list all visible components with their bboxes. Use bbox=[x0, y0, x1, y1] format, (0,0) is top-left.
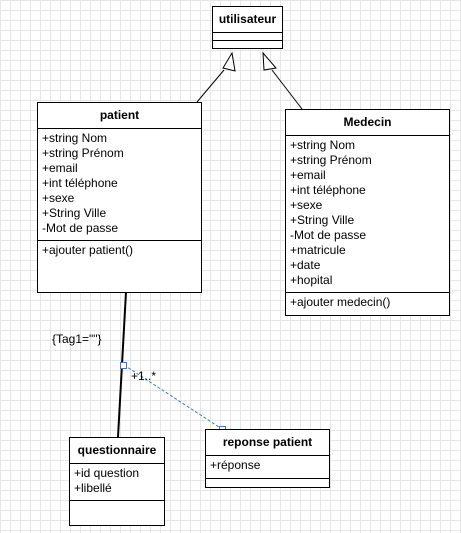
class-utilisateur[interactable]: utilisateur bbox=[212, 6, 283, 49]
attribute: +int téléphone bbox=[42, 176, 118, 190]
attribute: +sexe bbox=[42, 191, 75, 205]
class-name: reponse patient bbox=[206, 430, 329, 456]
methods-section bbox=[213, 41, 282, 49]
methods-section bbox=[70, 501, 164, 525]
attribute: -Mot de passe bbox=[42, 221, 119, 235]
methods-section: +ajouter medecin() bbox=[286, 293, 449, 312]
attributes-section: +id question +libellé bbox=[70, 464, 164, 501]
attribute: +string Nom bbox=[42, 131, 108, 145]
generalization-line-patient[interactable] bbox=[196, 69, 225, 103]
tag-label: {Tag1=""} bbox=[52, 332, 102, 346]
methods-section: +ajouter patient() bbox=[38, 241, 201, 260]
generalization-arrowhead-medecin bbox=[262, 51, 277, 71]
attribute: +email bbox=[42, 161, 78, 175]
attribute: -Mot de passe bbox=[290, 228, 367, 242]
generalization-line-medecin[interactable] bbox=[271, 69, 303, 110]
attribute: +hopital bbox=[290, 273, 333, 287]
method: +ajouter medecin() bbox=[290, 295, 391, 309]
method: +ajouter patient() bbox=[42, 243, 134, 257]
class-questionnaire[interactable]: questionnaire +id question +libellé bbox=[69, 437, 165, 526]
attribute: +email bbox=[290, 168, 326, 182]
class-name: questionnaire bbox=[70, 438, 164, 464]
attributes-section: +string Nom +string Prénom +email +int t… bbox=[38, 129, 201, 241]
attributes-section bbox=[213, 33, 282, 41]
multiplicity-label: +1..* bbox=[131, 369, 157, 383]
attribute: +string Nom bbox=[290, 138, 356, 152]
class-patient[interactable]: patient +string Nom +string Prénom +emai… bbox=[37, 102, 202, 293]
attribute: +String Ville bbox=[290, 213, 355, 227]
attribute: +int téléphone bbox=[290, 183, 366, 197]
class-name: Medecin bbox=[286, 110, 449, 136]
class-name: utilisateur bbox=[213, 7, 282, 33]
attributes-section: +réponse bbox=[206, 456, 329, 479]
attribute: +string Prénom bbox=[42, 146, 124, 160]
attribute: +id question bbox=[74, 466, 140, 480]
class-name: patient bbox=[38, 103, 201, 129]
attribute: +libellé bbox=[74, 481, 112, 495]
generalization-arrowhead-patient bbox=[222, 51, 236, 72]
attribute: +sexe bbox=[290, 198, 323, 212]
attributes-section: +string Nom +string Prénom +email +int t… bbox=[286, 136, 449, 293]
attribute: +réponse bbox=[210, 458, 261, 472]
attribute: +string Prénom bbox=[290, 153, 372, 167]
attribute: +date bbox=[290, 258, 321, 272]
class-medecin[interactable]: Medecin +string Nom +string Prénom +emai… bbox=[285, 109, 450, 316]
attribute: +String Ville bbox=[42, 206, 107, 220]
class-reponse-patient[interactable]: reponse patient +réponse bbox=[205, 429, 330, 488]
methods-section bbox=[206, 479, 329, 487]
dashed-link-reponse[interactable] bbox=[123, 364, 223, 430]
link-handle-start[interactable] bbox=[120, 362, 127, 369]
attribute: +matricule bbox=[290, 243, 346, 257]
